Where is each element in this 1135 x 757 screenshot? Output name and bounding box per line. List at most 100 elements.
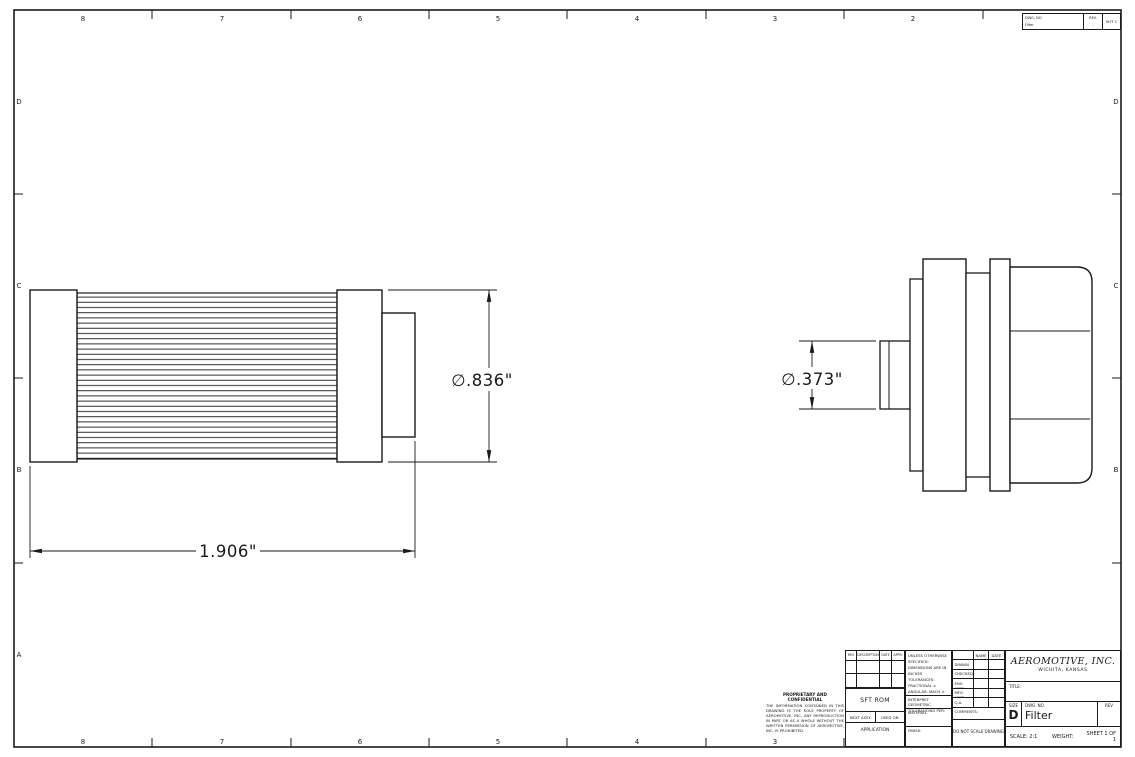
application-headers: NEXT ASSY USED ON <box>846 711 904 723</box>
scale-text: SCALE: 2:1 <box>1010 733 1038 740</box>
rev-label: REV <box>1104 703 1114 708</box>
interpret-line: TOLERANCING PER: <box>908 707 945 713</box>
filter-right-endcap <box>336 289 383 463</box>
approval-cell-empty <box>974 660 989 670</box>
stamp-dwg-label: DWG. NO. <box>1025 16 1043 20</box>
spec-line: UNLESS OTHERWISE SPECIFIED: <box>908 653 947 664</box>
tolerance-block: UNLESS OTHERWISE SPECIFIED: DIMENSIONS A… <box>905 650 952 747</box>
dim-text-port-diameter: ∅.373" <box>781 370 843 389</box>
title-block-main: AEROMOTIVE, INC. WICHITA, KANSAS TITLE: … <box>1005 650 1121 747</box>
company-name: AEROMOTIVE, INC. <box>1010 656 1116 667</box>
zone-letter: B <box>17 466 22 474</box>
rev-cell: REV <box>1098 702 1120 726</box>
interpret-line: INTERPRET GEOMETRIC <box>908 697 931 708</box>
zone-number: 8 <box>81 738 85 746</box>
zone-letter: B <box>1114 466 1119 474</box>
stamp-dwg-value: Filter <box>1025 22 1034 27</box>
spec-line: TOLERANCES: <box>908 677 935 682</box>
application-label: APPLICATION <box>860 728 890 733</box>
dim-text-mask <box>446 368 518 391</box>
rev-cell-empty <box>857 661 880 674</box>
dwg-no-cell: DWG. NO. Filter <box>1022 702 1098 726</box>
approval-cell-empty <box>974 698 989 708</box>
application-value: SFT ROM <box>860 696 890 704</box>
title-cell: TITLE: <box>1006 681 1120 701</box>
zone-number: 7 <box>220 15 224 23</box>
scale-row: SCALE: 2:1 WEIGHT: SHEET 1 OF 1 <box>1006 726 1120 746</box>
dim-text-mask <box>779 367 845 389</box>
rev-header: APPR. <box>892 651 904 661</box>
next-assy-label: NEXT ASSY <box>846 712 876 722</box>
approval-row-label: Q.A. <box>953 698 974 708</box>
filter-left-endcap <box>29 289 78 463</box>
name-header: NAME <box>974 651 989 660</box>
application-block: SFT ROM NEXT ASSY USED ON APPLICATION <box>845 688 905 747</box>
proprietary-body: THE INFORMATION CONTAINED IN THIS DRAWIN… <box>766 703 844 733</box>
zone-number: 6 <box>358 15 363 23</box>
approval-grid: NAME DATE DRAWN CHECKED ENG APPR. MFG AP… <box>953 651 1004 708</box>
zone-number: 3 <box>773 15 777 23</box>
stamp-rev-label: REV. <box>1089 16 1097 20</box>
zone-ticks <box>14 10 1121 747</box>
zone-letter: D <box>1113 98 1118 106</box>
rev-cell-empty <box>846 661 857 674</box>
date-header: DATE <box>989 651 1004 660</box>
approval-block: NAME DATE DRAWN CHECKED ENG APPR. MFG AP… <box>952 650 1005 747</box>
rev-cell-empty <box>880 661 892 674</box>
approval-cell-empty <box>974 669 989 679</box>
spec-line: DIMENSIONS ARE IN INCHES <box>908 665 947 676</box>
continuation-stamp: DWG. NO. Filter REV. - SHT 1 <box>1022 13 1121 30</box>
dwg-no-label: DWG. NO. <box>1025 703 1045 708</box>
zone-number: 8 <box>81 15 85 23</box>
size-cell: SIZE D <box>1006 702 1022 726</box>
approval-row-label: MFG APPR. <box>953 688 974 698</box>
approval-corner <box>953 651 974 660</box>
fitting-hex-body <box>1009 266 1093 484</box>
approval-cell-empty <box>989 698 1004 708</box>
stamp-sheet-cell: SHT 1 <box>1102 14 1120 29</box>
size-label: SIZE <box>1009 703 1018 708</box>
stamp-dwg-cell: DWG. NO. Filter <box>1023 14 1083 29</box>
size-value: D <box>1008 708 1019 722</box>
stamp-rev-value: - <box>1092 22 1094 27</box>
zone-letter: C <box>17 282 22 290</box>
rev-header: DESCRIPTION <box>857 651 880 661</box>
interpret-cell: INTERPRET GEOMETRIC TOLERANCING PER: <box>906 695 951 713</box>
zone-number: 3 <box>773 738 777 746</box>
approval-cell-empty <box>974 688 989 698</box>
finish-cell: FINISH <box>906 726 951 746</box>
material-cell: MATERIAL <box>906 708 951 726</box>
approval-cell-empty <box>989 660 1004 670</box>
zone-number: 6 <box>358 738 363 746</box>
stamp-rev-cell: REV. - <box>1083 14 1102 29</box>
filter-pleated-media <box>76 292 338 460</box>
spec-line: FRACTIONAL ± <box>908 683 937 688</box>
zone-number: 5 <box>496 738 500 746</box>
zone-number: 4 <box>635 15 640 23</box>
approval-cell-empty <box>974 679 989 689</box>
do-not-scale-note: DO NOT SCALE DRAWING <box>953 728 1004 734</box>
dim-text-element-diameter: ∅.836" <box>451 371 513 390</box>
rev-cell-empty <box>846 674 857 687</box>
rev-cell-empty <box>880 674 892 687</box>
spec-notes: UNLESS OTHERWISE SPECIFIED: DIMENSIONS A… <box>906 651 951 695</box>
rev-cell-empty <box>857 674 880 687</box>
fitting-view <box>879 258 1093 492</box>
rev-cell-empty <box>892 674 904 687</box>
zone-number: 2 <box>911 15 915 23</box>
dim-text-element-length: 1.906" <box>199 542 257 561</box>
zone-letter: D <box>16 98 21 106</box>
title-label: TITLE: <box>1009 684 1022 689</box>
weight-text: WEIGHT: <box>1052 733 1074 740</box>
company-location: WICHITA, KANSAS <box>1038 668 1088 673</box>
zone-letter: C <box>1114 282 1119 290</box>
fitting-flange-right <box>989 258 1011 492</box>
size-dwg-rev-row: SIZE D DWG. NO. Filter REV <box>1006 701 1120 726</box>
approval-cell-empty <box>989 679 1004 689</box>
approval-row-label: CHECKED <box>953 669 974 679</box>
approval-cell-empty <box>989 689 1004 698</box>
approval-cell-empty <box>989 670 1004 679</box>
zone-number: 4 <box>635 738 640 746</box>
